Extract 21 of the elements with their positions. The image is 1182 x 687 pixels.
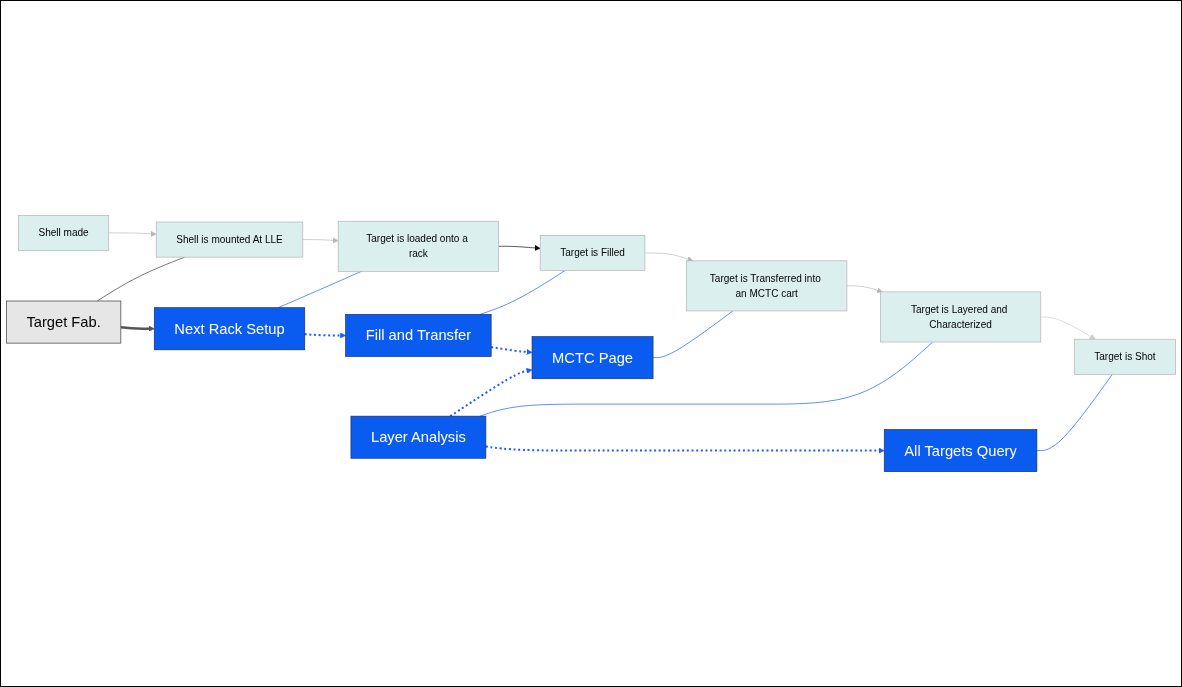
connector <box>479 341 934 417</box>
node-box: Fill and Transfer <box>345 314 492 357</box>
connector <box>652 310 734 358</box>
node-box: Target is Filled <box>539 235 646 271</box>
node-box: All Targets Query <box>883 429 1038 472</box>
arrow <box>485 445 885 454</box>
node-box: Shell made <box>18 215 110 251</box>
node-box: Shell is mounted At LLE <box>155 221 304 258</box>
node-box: Target is Shot <box>1073 338 1176 375</box>
arrow <box>491 346 533 355</box>
arrow <box>120 325 155 332</box>
connector <box>1036 373 1113 451</box>
node-box: Layer Analysis <box>350 415 487 459</box>
arrow <box>449 368 533 417</box>
node-box: Target Fab. <box>6 300 122 344</box>
node-box: Target is Transferred into an MCTC cart <box>686 260 848 312</box>
node-box: Target is loaded onto a rack <box>337 220 499 272</box>
node-box: Next Rack Setup <box>153 307 306 351</box>
node-box: Target is Layered and Characterized <box>880 291 1042 343</box>
arrow <box>304 332 346 339</box>
node-box: MCTC Page <box>531 336 654 380</box>
